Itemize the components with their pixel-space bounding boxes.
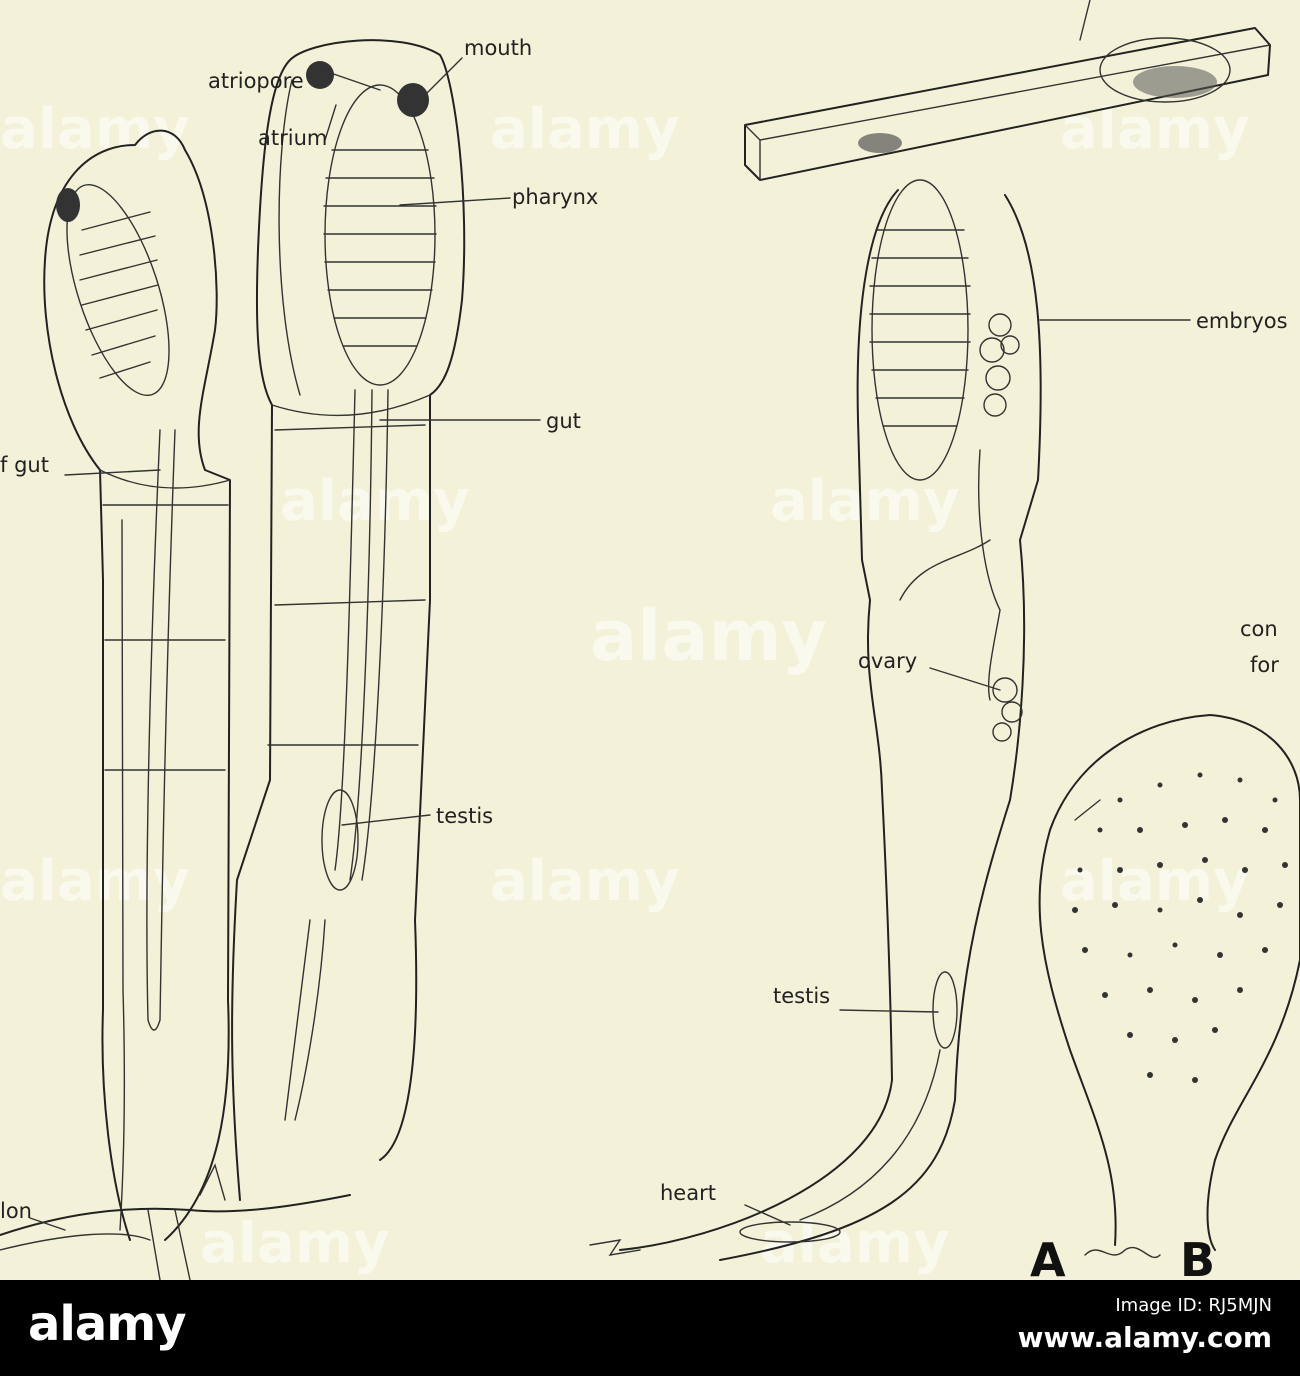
label-testis-left: testis (436, 804, 493, 828)
right-pharynx (872, 180, 968, 480)
label-testis-right: testis (773, 984, 830, 1008)
left-mouth-dark (56, 188, 80, 222)
watermark: alamy (490, 849, 680, 914)
watermark: alamy (200, 1211, 390, 1276)
watermark: alamy (490, 97, 680, 162)
label-embryos: embryos (1196, 309, 1288, 333)
label-ovary: ovary (858, 649, 917, 673)
watermark: alamy (0, 849, 190, 914)
image-id: Image ID: RJ5MJN (1018, 1294, 1272, 1318)
atriopore-dark (306, 61, 334, 89)
middle-zooid (200, 40, 464, 1200)
bulb-dots (1072, 773, 1288, 1084)
watermark: alamy (280, 469, 470, 534)
watermark: alamy (770, 469, 960, 534)
label-atriopore: atriopore (208, 69, 304, 93)
watermark: alamy (1060, 97, 1250, 162)
label-common-bottom: for (1250, 653, 1279, 677)
middle-testis (322, 790, 358, 890)
diagram-figure: alamy alamy alamy alamy alamy alamy alam… (0, 0, 1300, 1280)
label-pharynx: pharynx (512, 185, 598, 209)
stock-footer: alamy Image ID: RJ5MJN www.alamy.com (0, 1280, 1300, 1376)
middle-pharynx (325, 85, 435, 385)
left-gut-loop (147, 430, 175, 1030)
middle-zooid-outline (232, 40, 464, 1200)
bulb-outline (1040, 715, 1300, 1250)
middle-gut (335, 390, 388, 880)
left-zooid-outline (44, 131, 230, 1240)
watermark: alamy (590, 595, 827, 677)
right-testis (933, 972, 957, 1048)
label-mouth: mouth (464, 36, 532, 60)
watermark-group: alamy alamy alamy alamy alamy alamy alam… (0, 97, 1250, 1276)
small-opening (858, 133, 902, 153)
watermark: alamy (1060, 849, 1250, 914)
panel-label-b: B (1180, 1233, 1215, 1280)
watermark: alamy (0, 97, 190, 162)
footer-info: Image ID: RJ5MJN www.alamy.com (1018, 1294, 1272, 1358)
ovary (993, 678, 1022, 741)
footer-url-link[interactable]: www.alamy.com (1018, 1318, 1272, 1358)
label-gut: gut (546, 409, 581, 433)
mouth-dark (397, 83, 429, 117)
label-heart: heart (660, 1181, 716, 1205)
label-common-top: con (1240, 617, 1278, 641)
embryos (980, 314, 1019, 416)
right-zooid-outline (620, 190, 1041, 1260)
watermark: alamy (760, 1211, 950, 1276)
panel-label-a: A (1030, 1233, 1066, 1280)
label-stolon: lon (0, 1199, 32, 1223)
label-atrium: atrium (258, 126, 327, 150)
footer-logo[interactable]: alamy (28, 1296, 186, 1352)
panel-b-zooid (1040, 715, 1300, 1257)
tunicate-diagram: alamy alamy alamy alamy alamy alamy alam… (0, 0, 1300, 1280)
label-loop-of-gut: f gut (0, 453, 49, 477)
